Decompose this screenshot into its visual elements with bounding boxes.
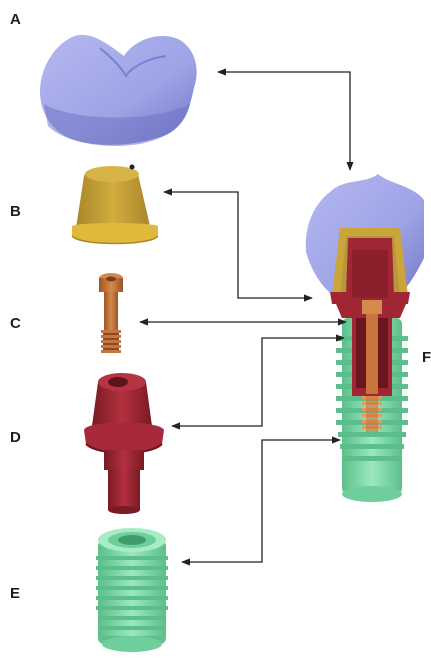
label-c: C [10,315,21,332]
label-d: D [10,429,21,446]
label-b: B [10,203,21,220]
connector-arrows [140,72,350,562]
implant-part [96,528,168,652]
arrow-a [218,72,350,170]
label-f: F [422,349,431,366]
label-e: E [10,585,20,602]
coping-part [72,165,158,244]
abutment-part [84,373,164,514]
arrow-d [172,338,344,426]
crown-part [40,35,197,146]
screw-part [99,273,123,353]
arrow-b [164,192,312,298]
label-a: A [10,11,21,28]
arrow-e [182,440,340,562]
